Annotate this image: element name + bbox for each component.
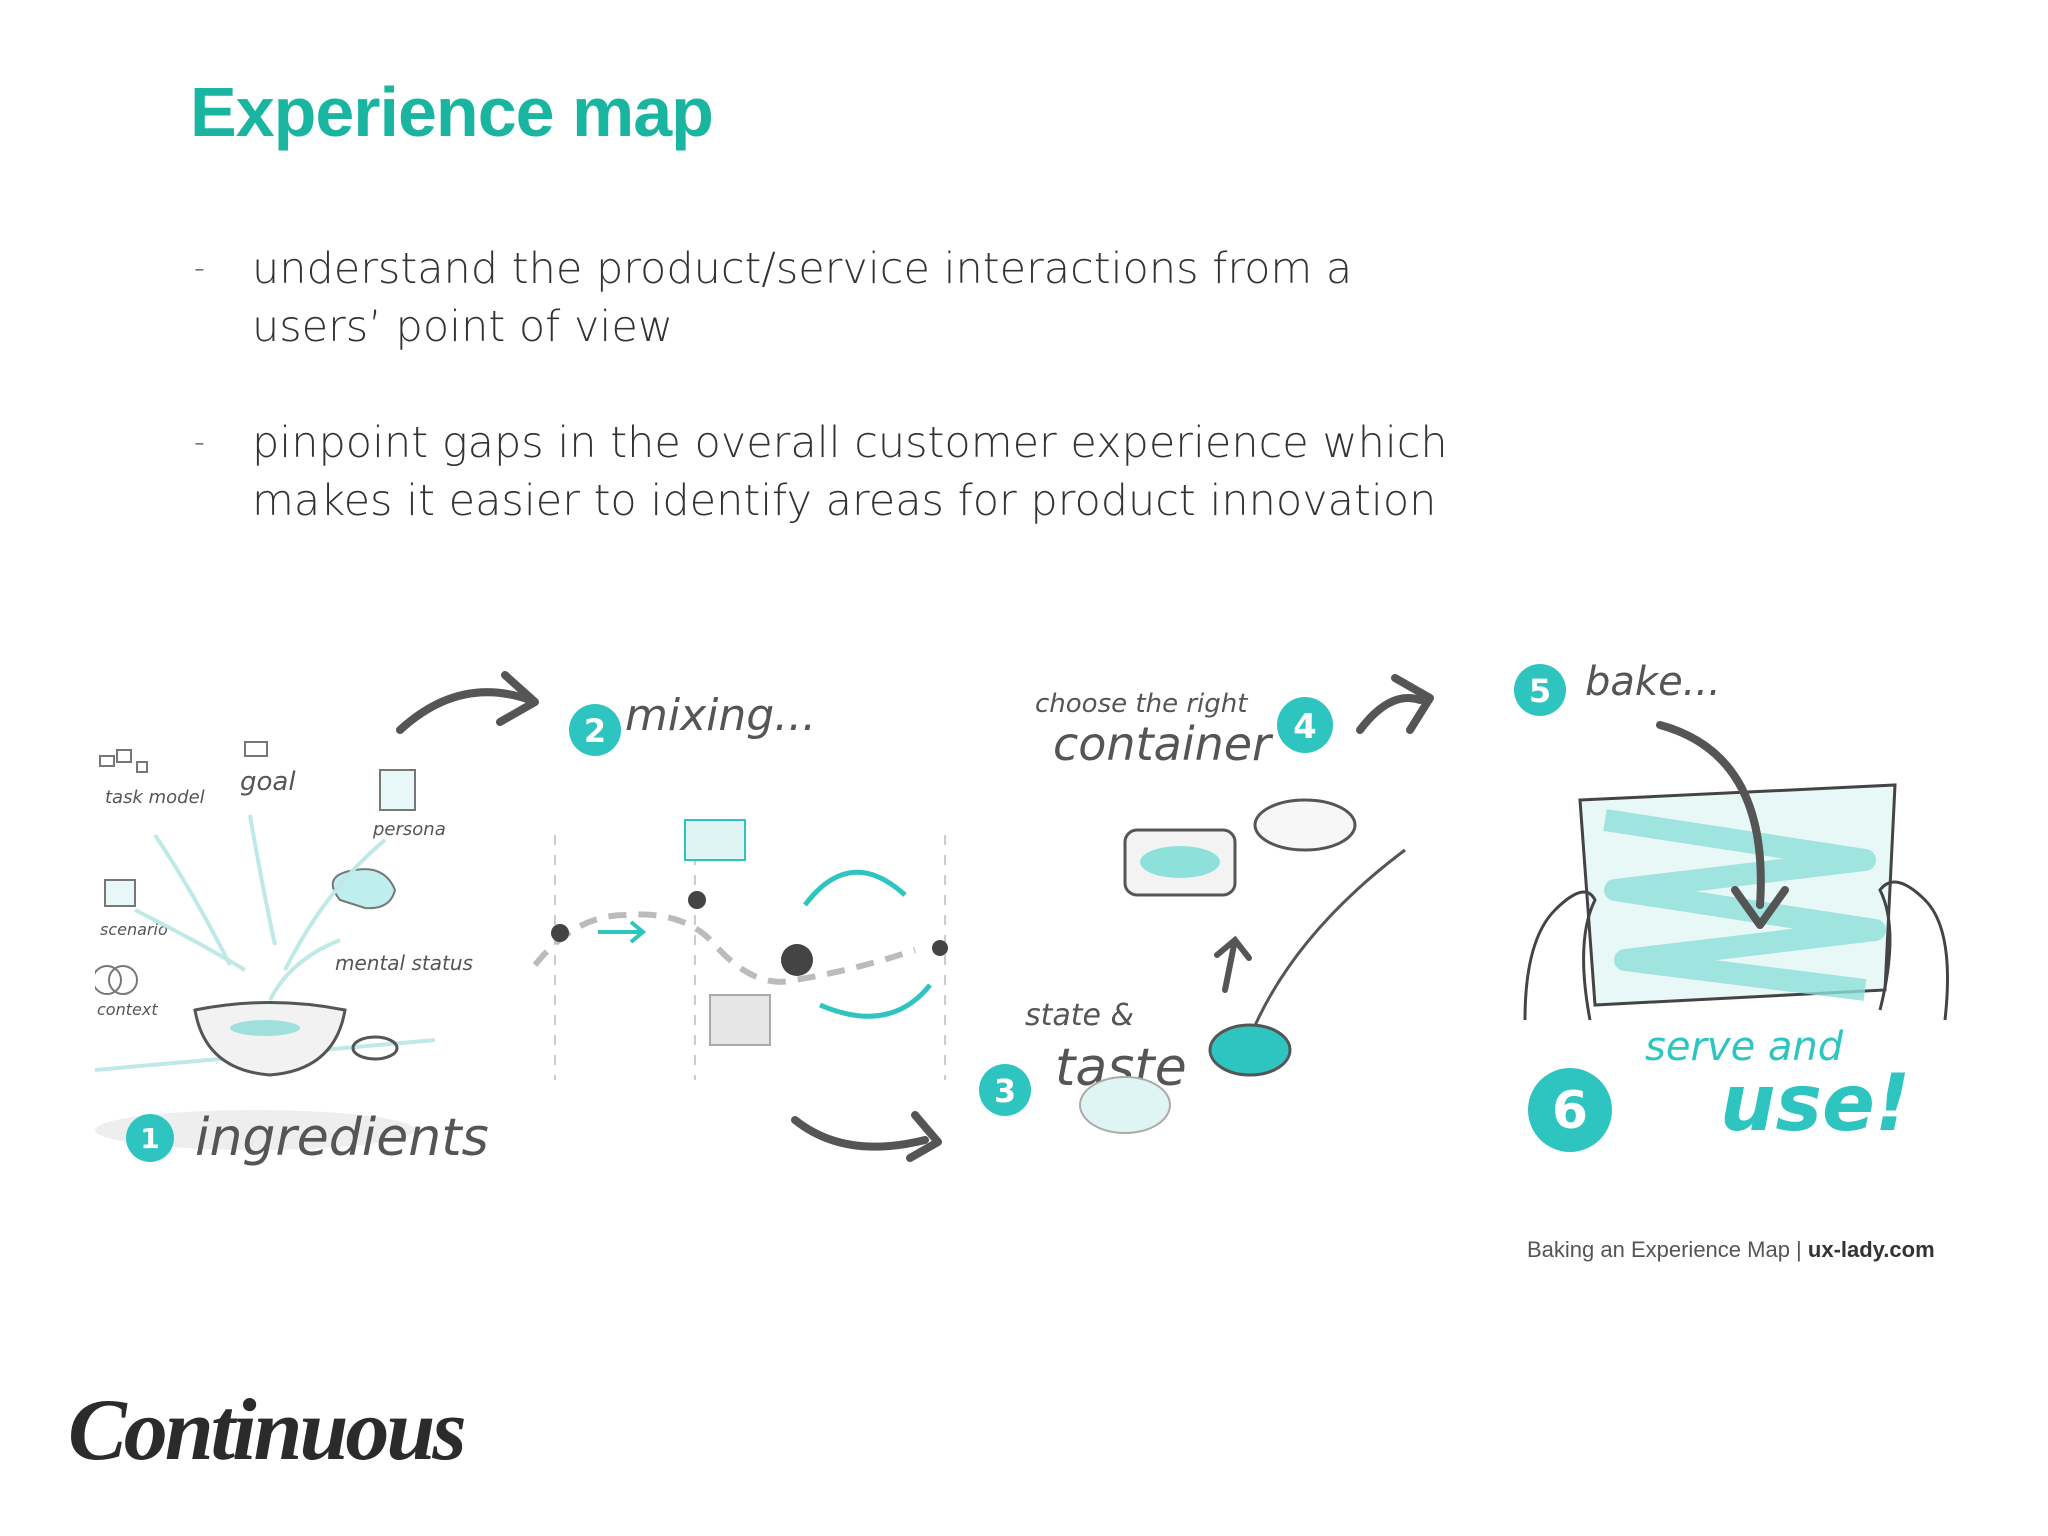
- journey-curve: [532, 911, 916, 985]
- bullet-marker: -: [194, 251, 205, 286]
- arrowhead: [906, 1111, 942, 1162]
- arrowhead: [496, 671, 539, 726]
- ingredient-label: mental status: [335, 951, 473, 975]
- step-ingredients: task model goal persona scenario mental …: [95, 741, 489, 1168]
- inflow-arrows: [134, 814, 387, 1001]
- step-number: 5: [1529, 672, 1551, 710]
- speech-bubble-icon: [684, 819, 746, 861]
- step-number: 3: [994, 1072, 1016, 1110]
- step-number-badge: [569, 704, 621, 756]
- dish-contents: [1140, 846, 1220, 878]
- page-title: Experience map: [190, 73, 714, 151]
- illustration-svg: task model goal persona scenario mental …: [95, 659, 1949, 1168]
- step-bake: 5 bake...: [1514, 659, 1949, 1021]
- card-icon: [709, 994, 771, 1046]
- hand-icon: [1523, 890, 1597, 1021]
- step-number: 4: [1293, 707, 1317, 747]
- touchpoint-dot: [932, 940, 948, 956]
- flow-arrow: [791, 1116, 929, 1151]
- step-number-badge: [1514, 664, 1566, 716]
- dough-icon: [1079, 1076, 1171, 1134]
- step-label: bake...: [1585, 659, 1721, 705]
- step-number-badge: [1277, 697, 1333, 753]
- arrowhead: [1391, 674, 1434, 734]
- loop-arrow: [803, 869, 907, 907]
- ingredient-icon: [95, 741, 416, 995]
- ingredient-label: task model: [105, 787, 205, 808]
- up-arrow: [1214, 935, 1252, 993]
- touchpoint-dot: [781, 944, 813, 976]
- ingredient-label: persona: [372, 819, 446, 840]
- bowl-icon: [193, 1001, 347, 1077]
- bullet-list: - understand the product/service interac…: [190, 240, 1490, 530]
- step-prefix: state &: [1025, 998, 1134, 1033]
- spoon-icon: [1243, 848, 1406, 1051]
- step-label: ingredients: [195, 1108, 489, 1168]
- bullet-item: - understand the product/service interac…: [190, 240, 1490, 356]
- brand-logo: Continuous: [68, 1382, 467, 1479]
- credit-text: Baking an Experience Map |: [1527, 1237, 1808, 1262]
- hand-icon: [1878, 880, 1949, 1021]
- step-serve: 6 serve and use!: [1528, 1024, 1910, 1152]
- loop-arrow: [819, 983, 932, 1019]
- bullet-text: pinpoint gaps in the overall customer ex…: [252, 418, 1448, 526]
- ingredient-label: scenario: [100, 920, 168, 939]
- image-credit: Baking an Experience Map | ux-lady.com: [1527, 1237, 1935, 1263]
- step-number: 1: [140, 1122, 159, 1155]
- ingredient-label: context: [97, 1000, 158, 1019]
- flow-arrow: [1356, 694, 1424, 734]
- shadow: [95, 1110, 415, 1150]
- step-mixing: 2 mixing...: [532, 690, 948, 1162]
- bake-arrow: [1656, 721, 1765, 909]
- spoon-icon: [351, 1035, 399, 1061]
- spoon-bowl: [1208, 1023, 1292, 1077]
- step-number-badge: [979, 1064, 1031, 1116]
- bullet-text: understand the product/service interacti…: [252, 244, 1353, 352]
- arrowhead: [1731, 886, 1789, 929]
- phase-dividers: [554, 835, 946, 1080]
- bowl-contents: [230, 1020, 300, 1036]
- step-container: choose the right container 4: [1035, 674, 1434, 897]
- flow-arrow: [396, 688, 534, 734]
- step-label: use!: [1720, 1059, 1910, 1149]
- step-number-badge: [126, 1114, 174, 1162]
- step-taste: state & 3 taste: [979, 848, 1406, 1134]
- round-pan-icon: [1253, 798, 1357, 852]
- ingredient-label: goal: [240, 767, 296, 797]
- forward-arrow: [598, 920, 647, 944]
- step-prefix: serve and: [1645, 1024, 1844, 1070]
- touchpoint-dot: [551, 924, 569, 942]
- bullet-marker: -: [194, 425, 205, 460]
- step-label: mixing...: [625, 690, 816, 741]
- experience-map-illustration: task model goal persona scenario mental …: [95, 650, 1975, 1270]
- step-number-badge: [1528, 1068, 1612, 1152]
- step-label: container: [1053, 717, 1274, 771]
- touchpoint-dot: [688, 891, 706, 909]
- bullet-item: - pinpoint gaps in the overall customer …: [190, 414, 1490, 530]
- step-number: 6: [1552, 1081, 1588, 1141]
- step-number: 2: [584, 712, 606, 750]
- step-prefix: choose the right: [1035, 689, 1248, 719]
- credit-site: ux-lady.com: [1807, 1237, 1935, 1262]
